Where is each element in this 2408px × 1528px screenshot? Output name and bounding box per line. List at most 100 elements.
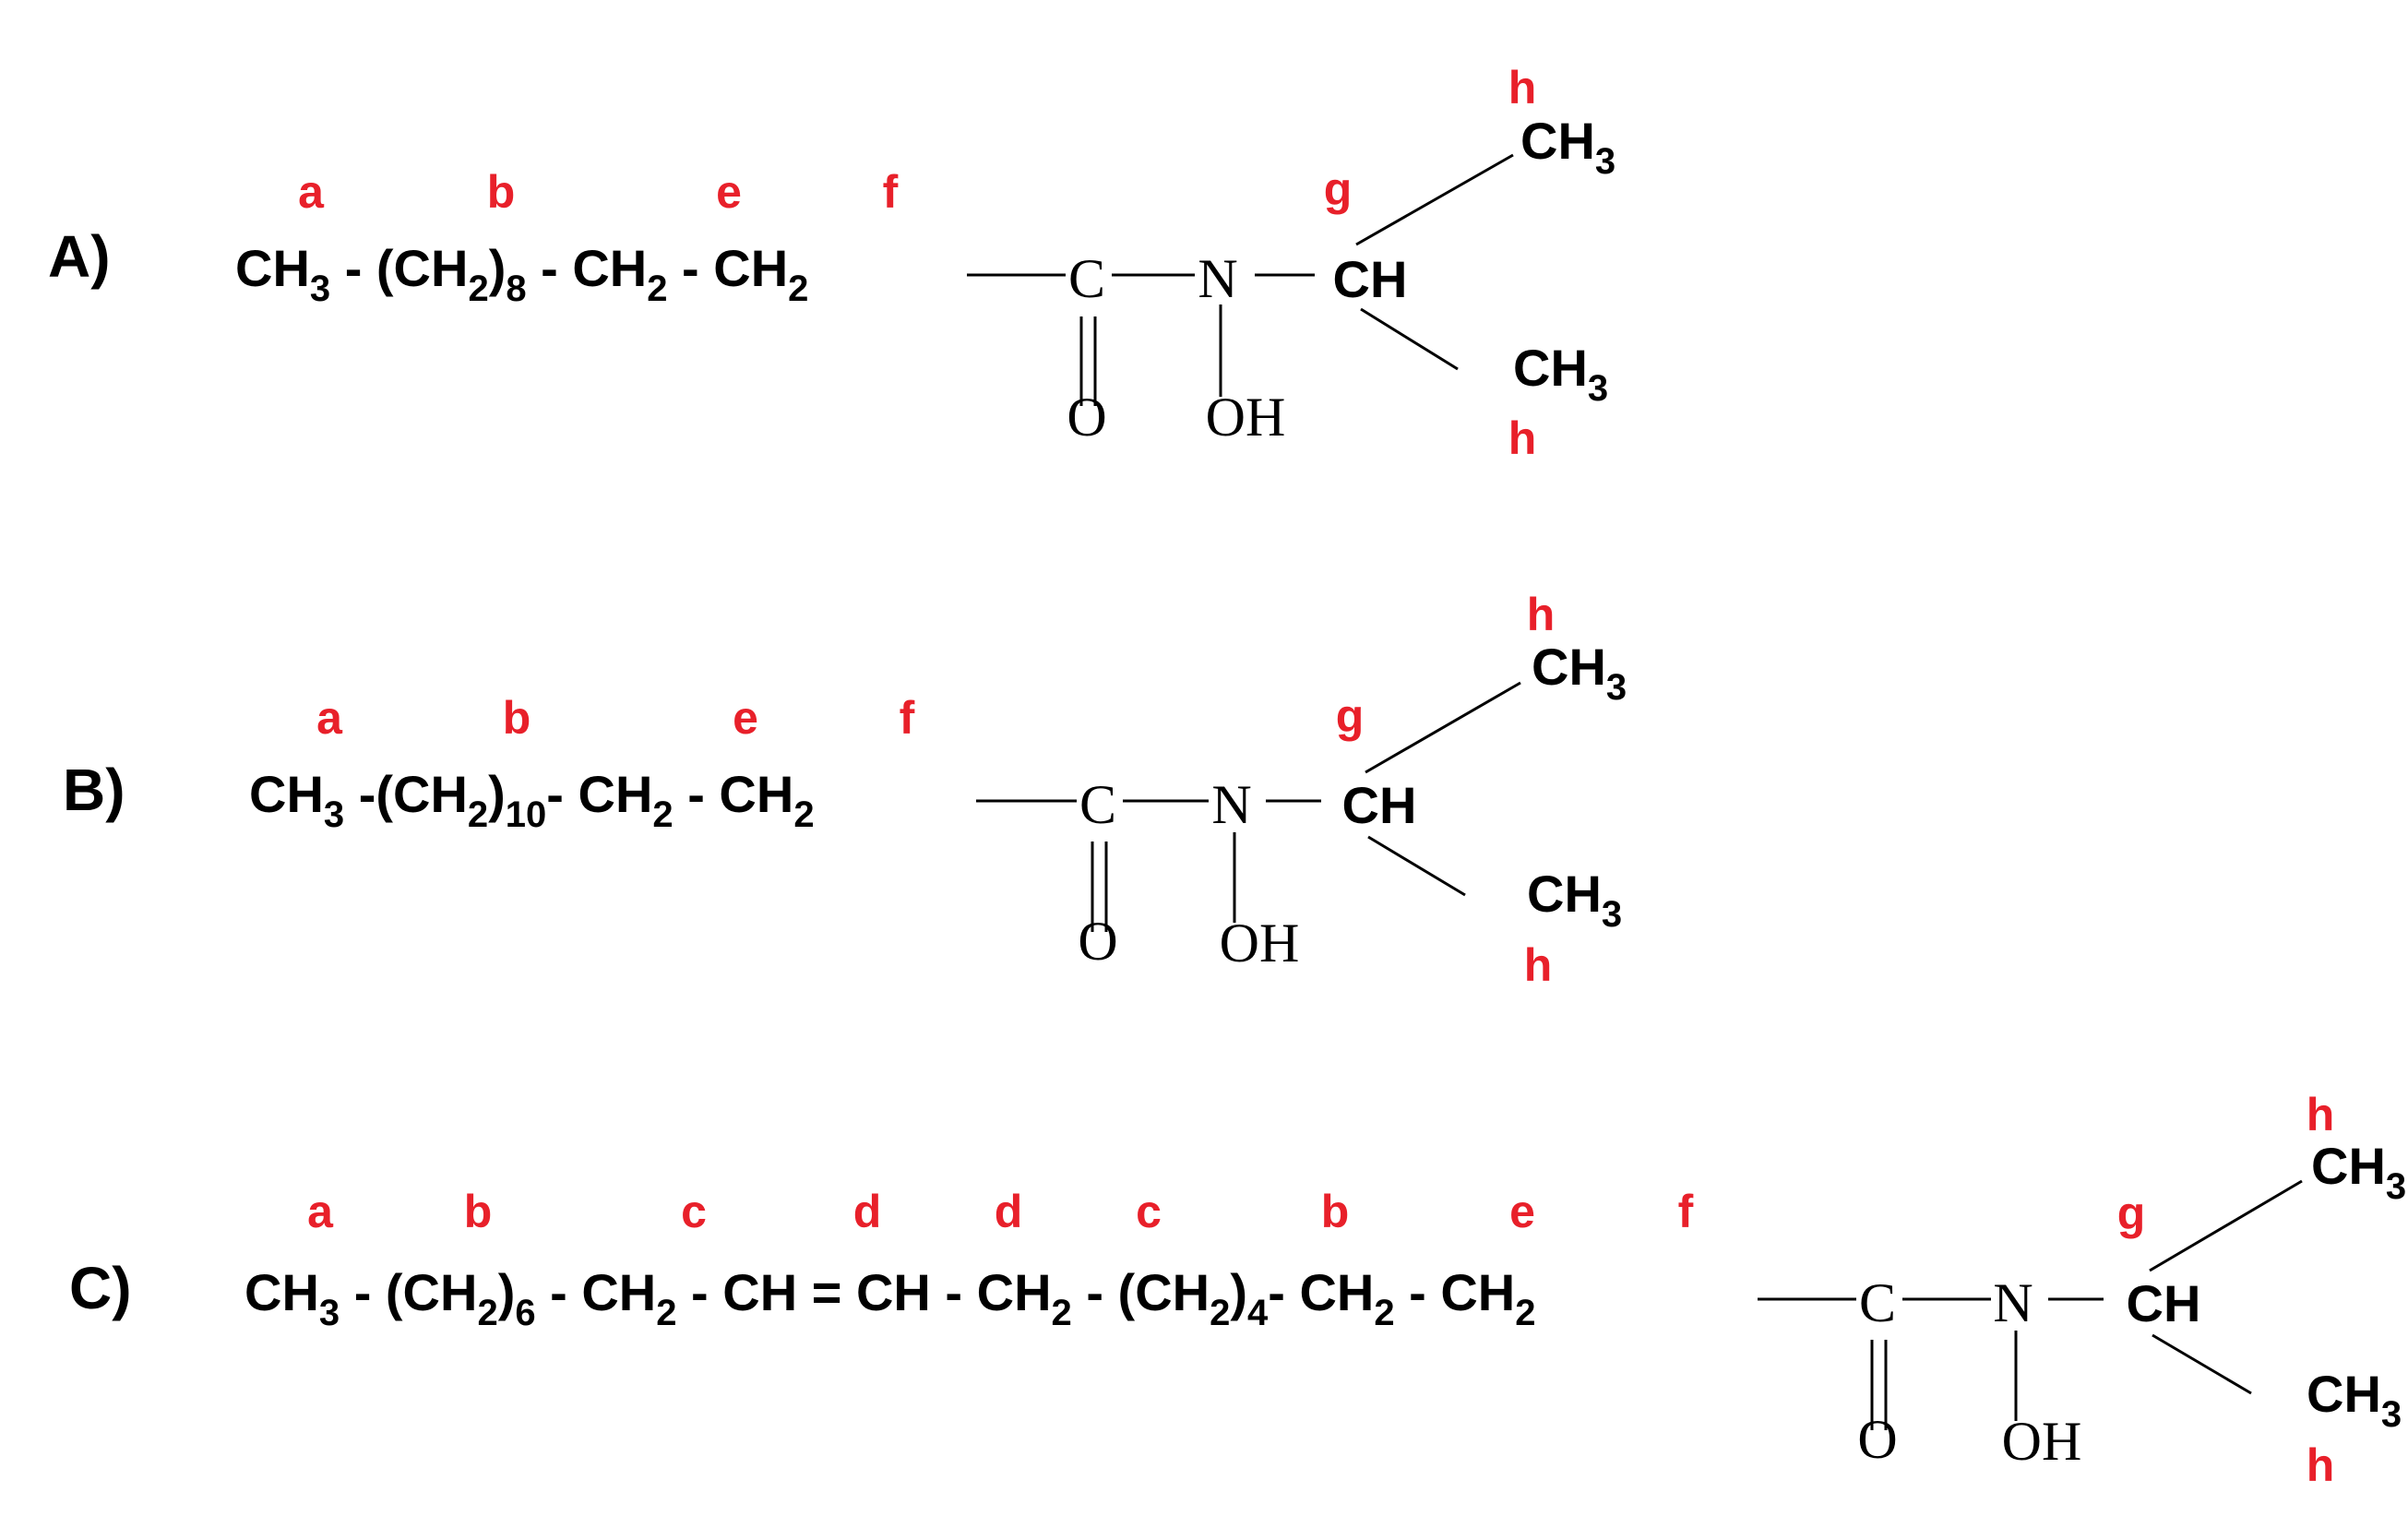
chain-segment: ) [489,239,507,297]
carbonyl-oxygen: O [1857,1409,1897,1470]
carbonyl-carbon: C [1859,1272,1896,1333]
alkyl-chain: CH3 -(CH2)10- CH2 - CH2 [249,765,815,835]
position-label: h [1508,412,1537,464]
position-label: b [464,1186,493,1237]
chain-segment: CH [719,765,793,823]
hydroxyl-group: OH [1206,387,1286,448]
position-label: f [883,166,899,218]
chain-segment: 2 [1210,1293,1230,1333]
methyl-top-part: CH [1520,112,1595,170]
chain-segment: CH [249,765,324,823]
chain-segment: - [674,765,720,823]
methyl-bottom-part: CH [1513,339,1588,397]
position-label: b [503,692,531,744]
chain-segment: 4 [1247,1293,1269,1333]
chain-segment: 2 [788,269,808,309]
chain-segment: (CH [1118,1263,1210,1321]
methine-group: CH [1342,776,1417,834]
hydroxyl-group: OH [1220,913,1300,973]
chain-segment: - [330,239,376,297]
chain-segment: 3 [310,269,330,309]
chain-segment: 8 [506,269,526,309]
methyl-bottom: CH3 [2307,1365,2402,1435]
methyl-bottom-part: CH [2307,1365,2381,1423]
amide-nitrogen: N [1211,774,1251,835]
molecule-c: C)CH3 - (CH2)6 - CH2 - CH = CH - CH2 - (… [69,1089,2406,1491]
carbonyl-carbon: C [1068,248,1105,309]
chain-segment: CH [578,765,653,823]
methine-group: CH [2127,1274,2201,1332]
position-label: g [1336,690,1365,742]
methine-group: CH [1333,250,1408,308]
chain-segment: - [677,1263,723,1321]
bond-methine-to-methyl-top [1365,681,1521,774]
chain-segment: (CH [376,765,468,823]
methyl-top-part: 3 [1595,141,1615,182]
chain-segment: - [344,765,376,823]
position-label: f [1678,1186,1694,1237]
methyl-top: CH3 [1520,112,1615,182]
chain-segment: - [668,239,714,297]
position-label: c [681,1186,707,1237]
chain-segment: 2 [656,1293,676,1333]
chain-segment: 2 [477,1293,497,1333]
carbonyl-oxygen: O [1067,387,1106,448]
chain-segment: ) [498,1263,516,1321]
chain-segment: CH [722,1263,797,1321]
chain-segment: ) [1230,1263,1247,1321]
chain-segment: - [931,1263,977,1321]
chain-segment: 3 [324,794,344,835]
position-label: d [853,1186,882,1237]
position-label: e [1509,1186,1535,1237]
chain-segment: CH [713,239,788,297]
bond-methine-to-methyl-bottom [1360,307,1459,371]
methyl-bottom-part: 3 [1602,894,1622,935]
chain-segment: 10 [506,794,547,835]
position-label: b [487,166,516,218]
chain-segment: - [340,1263,386,1321]
chain-segment: 2 [647,269,667,309]
position-label: h [2307,1089,2335,1140]
chain-segment: - [546,765,578,823]
chain-segment: CH [1440,1263,1515,1321]
chain-segment: CH [581,1263,656,1321]
chain-segment: CH [572,239,647,297]
chain-segment: 2 [468,794,488,835]
position-label: g [2117,1188,2146,1239]
chain-segment: - [1072,1263,1118,1321]
chain-segment: 3 [319,1293,340,1333]
alkyl-chain: CH3 - (CH2)6 - CH2 - CH = CH - CH2 - (CH… [244,1263,1536,1333]
panel-label: A) [48,223,111,290]
chain-segment: CH [856,1263,931,1321]
position-label: d [995,1186,1023,1237]
carbonyl-oxygen: O [1078,911,1117,972]
methyl-bottom-part: 3 [1588,368,1608,409]
methyl-top: CH3 [2311,1137,2406,1207]
position-label: b [1321,1186,1350,1237]
methyl-top-part: 3 [2386,1166,2406,1207]
bond-methine-to-methyl-top [2149,1179,2303,1272]
chain-segment: 2 [468,269,488,309]
chain-segment: 2 [652,794,673,835]
chain-segment: - [1268,1263,1299,1321]
chain-segment: ) [488,765,506,823]
chain-segment: - [1395,1263,1441,1321]
chain-segment: CH [244,1263,319,1321]
chain-segment: 2 [1052,1293,1072,1333]
methyl-top-part: CH [2311,1137,2386,1195]
amide-nitrogen: N [1198,248,1237,309]
chain-segment: CH [977,1263,1052,1321]
chain-segment: - [527,239,573,297]
bond-methine-to-methyl-bottom [2152,1333,2252,1395]
position-label: a [298,166,325,218]
position-label: e [716,166,742,218]
chain-segment: - [536,1263,582,1321]
chain-segment: 6 [515,1293,535,1333]
bond-methine-to-methyl-bottom [1367,835,1466,897]
methyl-bottom-part: CH [1527,865,1602,923]
methyl-top-part: 3 [1606,667,1627,708]
panel-label: C) [69,1255,132,1321]
